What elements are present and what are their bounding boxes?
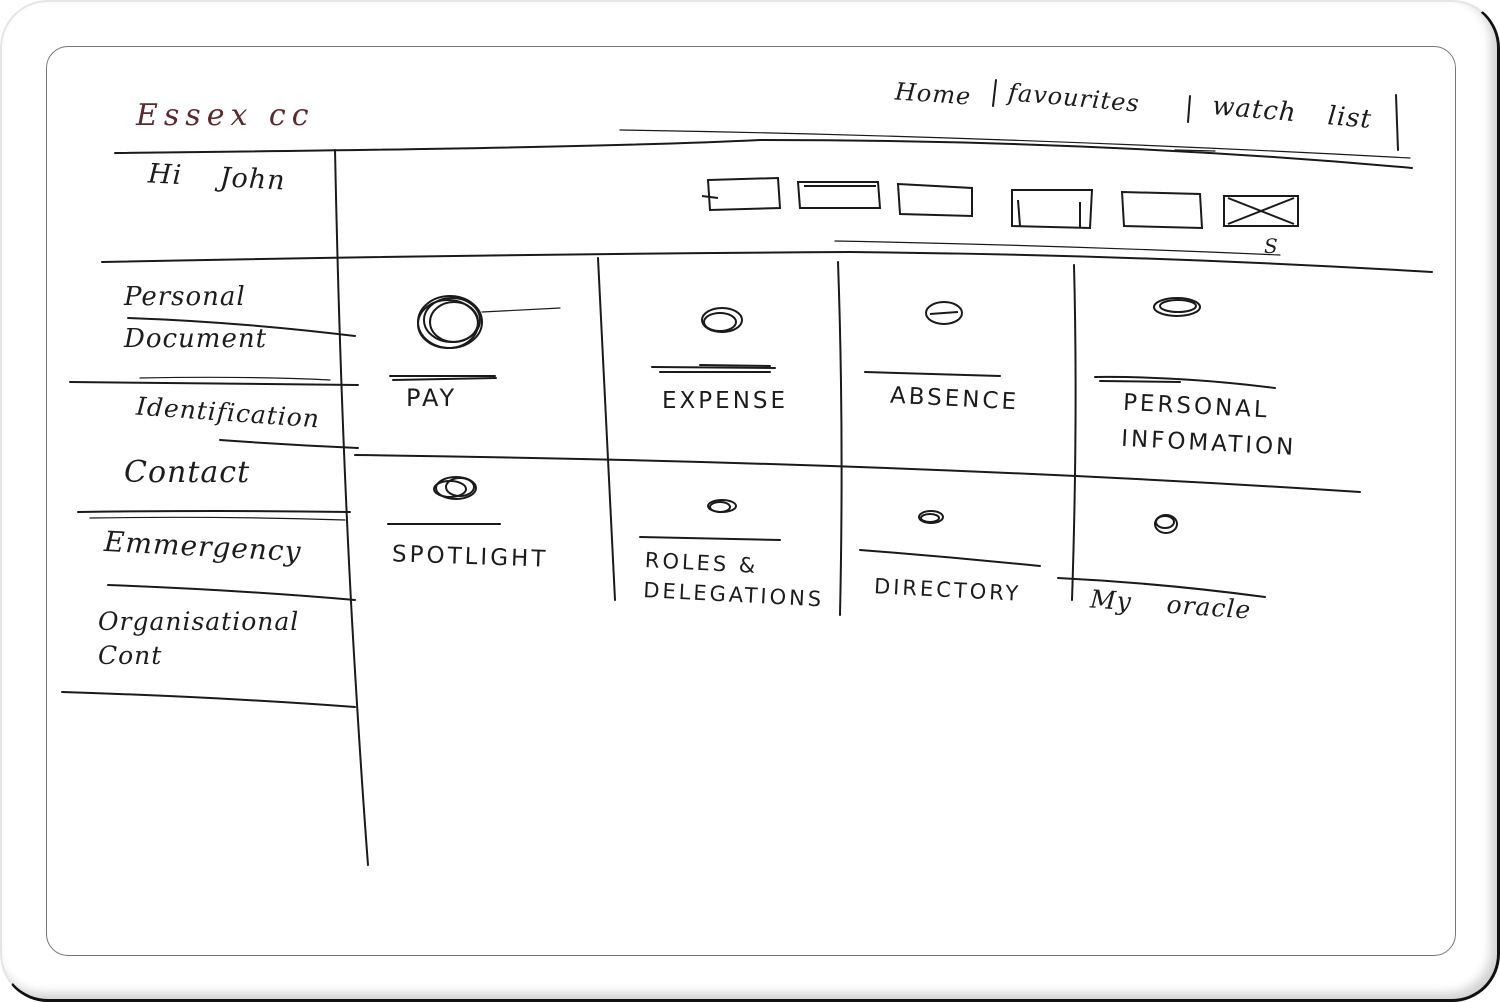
header-divider-2 (619, 129, 1411, 159)
sidebar-divider (334, 149, 369, 866)
box-icon[interactable] (1011, 189, 1094, 230)
box-icon[interactable] (701, 176, 782, 212)
sidebar-item-organisational-cont[interactable]: Organisational Cont (98, 607, 300, 670)
app-title[interactable]: Essex cc (136, 98, 315, 133)
close-box-icon[interactable] (1223, 195, 1299, 227)
box-icon[interactable] (896, 182, 973, 218)
toolbar-divider (101, 250, 1433, 273)
sidebar-item-contact[interactable]: Contact (124, 455, 251, 490)
sidebar-item-personal-document[interactable]: Personal Document (124, 282, 268, 354)
tile-expense-label[interactable]: EXPENSE (662, 388, 789, 414)
box-icon[interactable] (796, 181, 882, 209)
nav-separator (1187, 95, 1191, 123)
tile-spotlight-label[interactable]: SPOTLIGHT (391, 541, 549, 573)
box-icon[interactable] (1120, 190, 1204, 230)
sidebar-separator (127, 317, 356, 337)
nav-separator (992, 79, 997, 107)
nav-separator (1395, 94, 1399, 151)
roles-icon[interactable] (707, 499, 737, 513)
wireframe-sheet (46, 46, 1456, 956)
toolbar-icons (701, 176, 1299, 230)
tile-divider (597, 257, 616, 601)
sidebar-separator (77, 510, 351, 513)
tile-row-divider (354, 454, 1361, 493)
absence-icon[interactable] (925, 301, 963, 325)
sidebar-separator (107, 584, 356, 601)
tile-divider (1071, 264, 1077, 601)
sidebar-separator (69, 381, 359, 386)
tile-roles-delegations-label[interactable]: ROLES & DELEGATIONS (642, 548, 825, 612)
expense-icon[interactable] (701, 307, 743, 333)
my-oracle-icon[interactable] (1154, 514, 1178, 534)
sidebar-separator (61, 691, 356, 708)
spotlight-icon[interactable] (433, 476, 477, 500)
directory-icon[interactable] (918, 510, 944, 524)
pay-icon[interactable] (417, 295, 483, 349)
sidebar-separator (219, 439, 359, 449)
personal-info-icon[interactable] (1153, 297, 1201, 317)
toolbar-mark: S (1264, 234, 1279, 258)
tile-pay-label[interactable]: PAY (406, 384, 458, 412)
tile-divider (837, 261, 843, 616)
header-divider (114, 138, 1413, 169)
tile-personal-information-label[interactable]: PERSONAL INFOMATION (1120, 389, 1297, 461)
